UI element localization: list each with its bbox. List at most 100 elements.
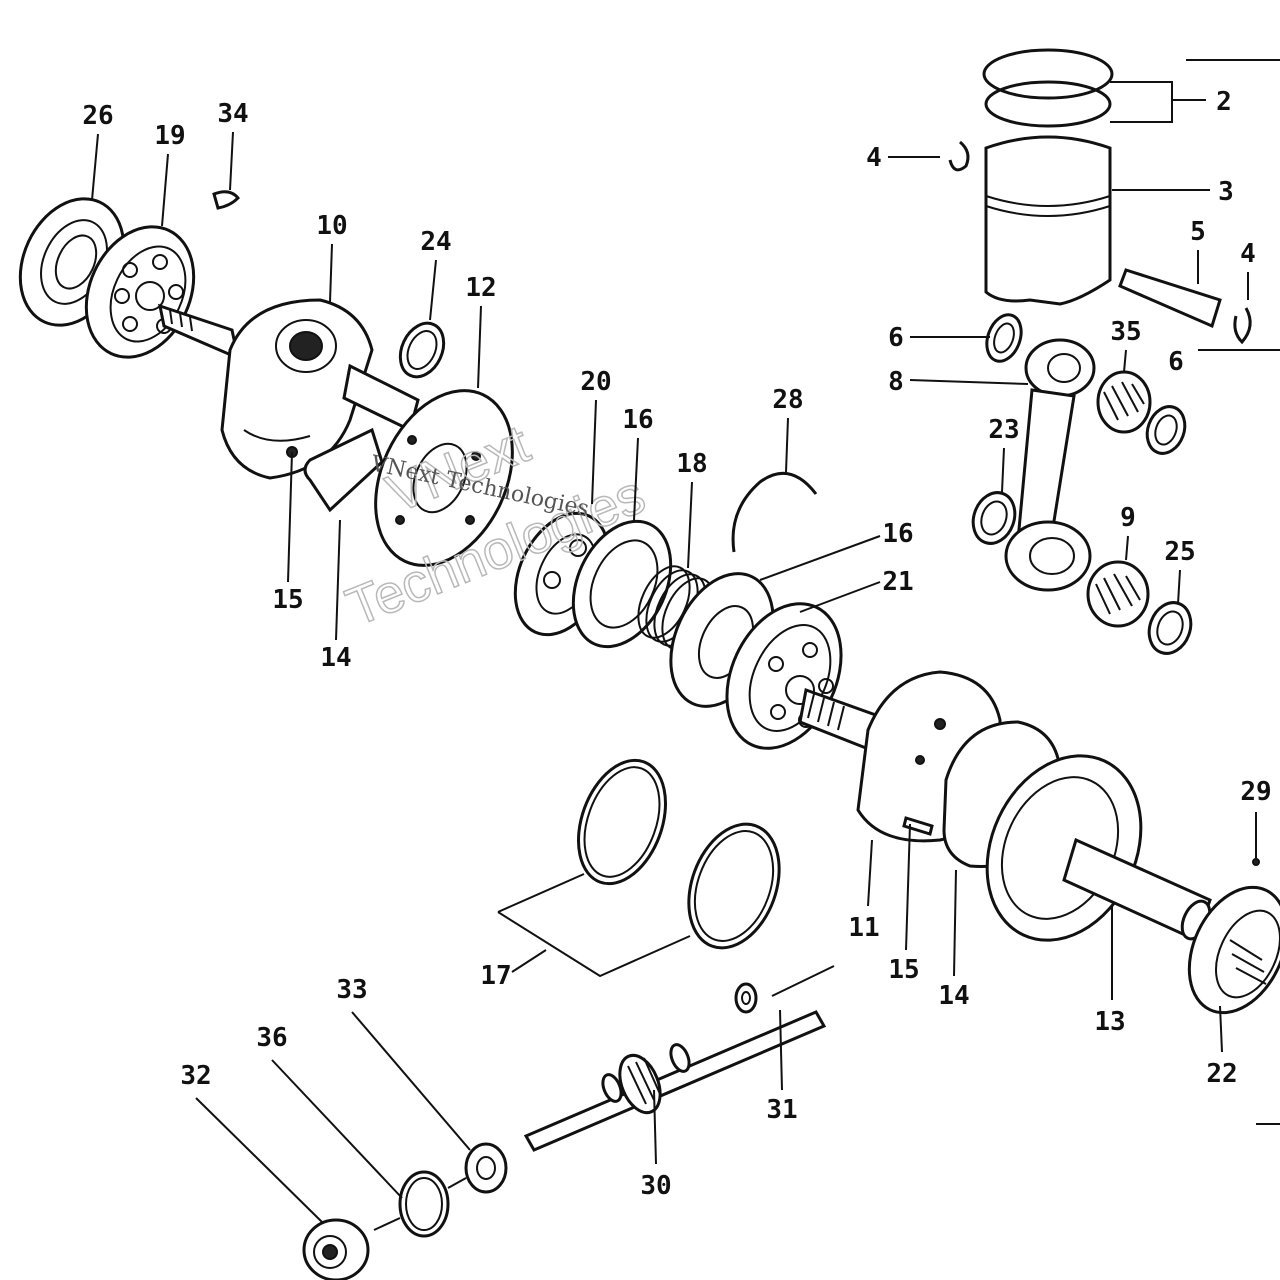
needle-bearing-35: [1096, 370, 1152, 434]
callout-leader-line: [91, 133, 99, 201]
callout-number: 35: [1110, 317, 1141, 347]
callout-leader-line: [161, 153, 169, 227]
callout-number: 14: [938, 981, 969, 1011]
callout-14: 14: [320, 519, 352, 673]
callout-16: 16: [622, 405, 654, 521]
callout-leader-line: [195, 1097, 323, 1223]
circlip-4-right: [1233, 307, 1252, 345]
callout-number: 15: [888, 955, 919, 985]
callout-number: 8: [888, 367, 904, 397]
key-34: [212, 190, 241, 210]
callout-8: 8: [888, 367, 1029, 397]
callout-leader-line: [229, 131, 234, 191]
callout-32: 32: [180, 1061, 323, 1223]
callout-number: 2: [1216, 87, 1232, 117]
callout-leader-line: [785, 417, 789, 473]
callout-number: 32: [180, 1061, 211, 1091]
callout-leader-line: [1219, 1005, 1223, 1053]
callout-number: 5: [1190, 217, 1206, 247]
callout-number: 11: [848, 913, 879, 943]
callout-number: 13: [1094, 1007, 1125, 1037]
callout-number: 4: [1240, 239, 1256, 269]
callout-leader-line: [1001, 447, 1005, 493]
callout-29: 29: [1240, 777, 1272, 860]
piston-ring-lower: [984, 80, 1112, 128]
circlip-36: [398, 1170, 450, 1238]
callout-leader-line: [329, 243, 333, 303]
callout-17: 17: [480, 949, 547, 991]
callout-31: 31: [766, 1009, 798, 1125]
callout-leader-line: [909, 379, 1029, 385]
thrust-washer-6-left: [985, 313, 1023, 363]
callout-24: 24: [420, 227, 452, 321]
callout-leader-line: [335, 519, 341, 641]
callout-leader-line: [867, 839, 873, 907]
callout-leader-line: [271, 1059, 403, 1199]
callout-number: 3: [1218, 177, 1234, 207]
callout-number: 16: [622, 405, 653, 435]
piston-pin-5: [1118, 268, 1222, 329]
callout-number: 28: [772, 385, 803, 415]
callout-leader-line: [779, 1009, 783, 1091]
crank-web-10: [220, 298, 374, 480]
needle-bearing-9: [1086, 560, 1150, 628]
callout-number: 9: [1120, 503, 1136, 533]
crank-pin-14-left: [303, 427, 384, 513]
callout-4: 4: [866, 143, 940, 173]
callout-26: 26: [82, 101, 114, 201]
callout-leader-line: [1123, 349, 1127, 373]
callout-20: 20: [580, 367, 612, 505]
callout-number: 26: [82, 101, 113, 131]
thrust-washer-23: [971, 491, 1017, 545]
callout-23: 23: [988, 415, 1020, 493]
callout-9: 9: [1120, 503, 1136, 561]
callout-number: 6: [888, 323, 904, 353]
callout-number: 16: [882, 519, 913, 549]
callout-number: 33: [336, 975, 367, 1005]
callout-leader-line: [477, 305, 482, 389]
shim-ring-upper: [577, 758, 667, 886]
callout-16: 16: [759, 519, 914, 581]
callout-22: 22: [1206, 1005, 1238, 1089]
callout-number: 25: [1164, 537, 1195, 567]
callout-18: 18: [676, 449, 708, 569]
callout-leader-line: [905, 823, 911, 951]
callout-leader-line: [633, 437, 639, 521]
callout-number: 6: [1168, 347, 1184, 377]
callout-12: 12: [465, 273, 497, 389]
callout-33: 33: [336, 975, 471, 1151]
callout-leader-line: [1125, 535, 1129, 561]
callout-11: 11: [848, 839, 880, 943]
callout-number: 36: [256, 1023, 287, 1053]
callout-28: 28: [772, 385, 804, 473]
washer-33: [464, 1142, 508, 1194]
callout-25: 25: [1164, 537, 1196, 605]
callout-30: 30: [640, 1089, 672, 1201]
callout-10: 10: [316, 211, 348, 303]
thrust-washer-24: [398, 321, 446, 379]
callout-number: 20: [580, 367, 611, 397]
callout-leader-line: [799, 581, 881, 613]
callout-number: 15: [272, 585, 303, 615]
callout-leader-line: [953, 869, 957, 977]
callout-number: 19: [154, 121, 185, 151]
callout-leader-line: [351, 1011, 471, 1151]
piston-ring-upper: [982, 48, 1114, 100]
callout-21: 21: [799, 567, 914, 613]
callout-leader-line: [687, 481, 693, 569]
callout-number: 18: [676, 449, 707, 479]
gasket-17: [497, 873, 691, 978]
callout-4: 4: [1240, 239, 1256, 300]
callout-leader-line: [591, 399, 597, 505]
callout-number: 12: [465, 273, 496, 303]
crank-web-12: [374, 389, 514, 567]
thrust-washer-25: [1147, 601, 1193, 655]
callout-leader-line: [1177, 569, 1181, 605]
callout-leader-line: [653, 1089, 657, 1165]
callout-number: 22: [1206, 1059, 1237, 1089]
washer-31: [734, 982, 758, 1014]
circlip-4-left: [948, 140, 970, 172]
